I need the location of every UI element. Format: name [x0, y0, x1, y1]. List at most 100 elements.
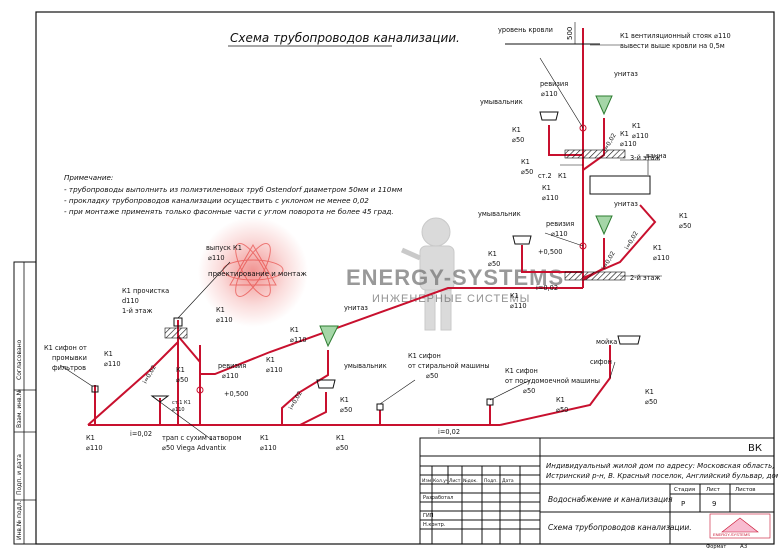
k1-110-f-label: К1 — [653, 244, 662, 252]
cleanout-dia: d110 — [122, 297, 139, 305]
slope-bottom-label: i=0,02 — [438, 428, 460, 436]
gip-label: ГИП — [423, 513, 434, 519]
floor-2-label: 2-й этаж — [630, 274, 660, 282]
doc-code: ВК — [748, 443, 762, 454]
washbasin-3-icon — [539, 111, 559, 121]
col-podp: Подп. — [484, 478, 498, 484]
col-izm: Изм. — [422, 478, 433, 484]
vent-riser-label-1: К1 вентиляционный стояк ⌀110 — [620, 32, 731, 40]
watermark-logo — [222, 243, 284, 297]
siphon-dish-label-1: К1 сифон — [505, 367, 538, 375]
washbasin-1-label: умывальник — [344, 362, 387, 370]
cleanout-label: К1 прочистка — [122, 287, 169, 295]
trap-label-2: ⌀50 Viega Advantix — [162, 444, 226, 452]
k1-50-s-label: К1 — [336, 434, 345, 442]
k1-110-e-dia: ⌀110 — [542, 194, 559, 202]
washbasin-2-label: умывальник — [478, 210, 521, 218]
col-ndok: №док. — [463, 478, 478, 484]
k1-50-g-dia: ⌀50 — [488, 260, 500, 268]
watermark-engineer-figure — [400, 217, 455, 331]
side-stamp: Согласовано Взам. инв.№ Подп. и дата Инв… — [13, 261, 37, 545]
stage-header: Стадия — [674, 487, 695, 493]
dimension-500: 500 — [566, 22, 576, 44]
notes-heading: Примечание: — [64, 173, 113, 182]
k1-110-q-dia: ⌀110 — [86, 444, 103, 452]
toilet-2-icon — [595, 215, 613, 236]
title-block-text: ВК Индивидуальный жилой дом по адресу: М… — [422, 443, 778, 550]
k1-110-b-label: К1 — [620, 130, 629, 138]
cleanout-floor: 1-й этаж — [122, 307, 152, 315]
k1-50-bath-dia: ⌀50 — [679, 222, 691, 230]
side-sign-date: Подп. и дата — [16, 454, 23, 495]
floor-3-label: 3-й этаж — [630, 154, 660, 162]
k1-50-n-label: К1 — [340, 396, 349, 404]
company-logo-mark — [721, 517, 759, 533]
k1-50-d-dia: ⌀50 — [521, 168, 533, 176]
k1-110-r-label: К1 — [260, 434, 269, 442]
norm-label: Н.контр. — [423, 522, 446, 528]
outlet-dia: ⌀110 — [208, 254, 225, 262]
revision-top-label: ревизия — [540, 80, 568, 88]
stage-value: Р — [681, 500, 685, 508]
k1-110-b-dia: ⌀110 — [620, 140, 637, 148]
k1-110-m-label: К1 — [266, 356, 275, 364]
format-value: А3 — [740, 544, 748, 550]
siphon-wash-label-3: ⌀50 — [426, 372, 438, 380]
k1-50-o-dia: ⌀50 — [645, 398, 657, 406]
k1-50-p-dia: ⌀50 — [556, 406, 568, 414]
notes-line-1: - трубопроводы выполнить из полиэтиленов… — [64, 185, 403, 194]
mark-500-label: +0,500 — [538, 248, 562, 256]
notes-line-2: - прокладку трубопроводов канализации ос… — [64, 196, 369, 205]
bath-label: ванна — [646, 152, 667, 160]
k1-110-c-dia: ⌀110 — [632, 132, 649, 140]
revision-mid-label: ревизия — [546, 220, 574, 228]
washbasin-2-icon — [512, 235, 532, 245]
sheet-header: Лист — [706, 487, 721, 493]
st2-k1-label: К1 — [558, 172, 567, 180]
k1-110-h-dia: ⌀110 — [510, 302, 527, 310]
k1-110-j-dia: ⌀110 — [290, 336, 307, 344]
revision-mid-dia: ⌀110 — [551, 230, 568, 238]
k1-110-f-dia: ⌀110 — [653, 254, 670, 262]
washbasin-3-label: умывальник — [480, 98, 523, 106]
k1-110-i-label: К1 — [216, 306, 225, 314]
revision-low-icon — [196, 386, 204, 394]
slope-2c-label: i=0,02 — [536, 284, 558, 292]
siphon-filter-label-3: фильтров — [52, 364, 86, 372]
dim-500-label: 500 — [566, 27, 574, 40]
sink-icon — [617, 335, 641, 345]
sheets-header: Листов — [735, 487, 756, 493]
watermark-glow — [198, 217, 308, 327]
bath-icon — [589, 175, 651, 195]
k1-50-n-dia: ⌀50 — [340, 406, 352, 414]
washbasin-1-icon — [316, 379, 336, 389]
toilet-3-label: унитаз — [614, 70, 638, 78]
siphon-filter-label-2: промывки — [52, 354, 87, 362]
k1-50-bath-label: К1 — [679, 212, 688, 220]
col-data: Дата — [502, 478, 514, 484]
col-kolup: Кол.уч. — [433, 478, 450, 484]
revision-top-dia: ⌀110 — [541, 90, 558, 98]
k1-110-k-dia: ⌀110 — [104, 360, 121, 368]
mark-500-low-label: +0,500 — [224, 390, 248, 398]
st1-dia: ⌀110 — [172, 407, 185, 413]
k1-110-j-label: К1 — [290, 326, 299, 334]
side-agreed: Согласовано — [16, 339, 23, 380]
k1-110-c-label: К1 — [632, 122, 641, 130]
k1-50-s-dia: ⌀50 — [336, 444, 348, 452]
st1-label: ст.1 К1 — [172, 400, 191, 406]
sheet-value: 9 — [712, 500, 716, 508]
k1-110-m-dia: ⌀110 — [266, 366, 283, 374]
k1-50-g-label: К1 — [488, 250, 497, 258]
company-logo — [709, 513, 771, 539]
watermark-tagline: ИНЖЕНЕРНЫЕ СИСТЕМЫ — [372, 293, 530, 305]
sink-label: мойка — [596, 338, 617, 346]
siphon-label: сифон — [590, 358, 612, 366]
k1-110-k-label: К1 — [104, 350, 113, 358]
toilet-3-icon — [595, 95, 613, 116]
developed-label: Разработал — [423, 495, 453, 501]
toilet-2-label: унитаз — [614, 200, 638, 208]
title-block — [419, 437, 775, 545]
washer-siphon-icon — [376, 403, 384, 411]
st2-label: ст.2 — [538, 172, 552, 180]
